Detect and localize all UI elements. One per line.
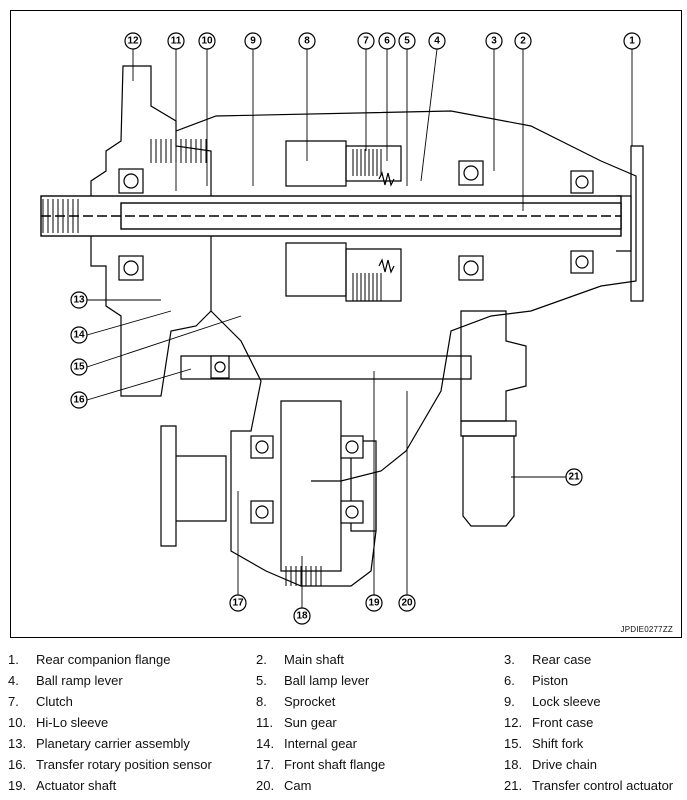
legend-item-15: 15.Shift fork (504, 736, 584, 751)
legend-item-21: 21.Transfer control actuator (504, 778, 674, 793)
svg-text:20: 20 (401, 598, 413, 609)
legend-item-1: 1.Rear companion flange (8, 652, 171, 667)
svg-text:3: 3 (491, 36, 497, 47)
legend-item-10: 10.Hi-Lo sleeve (8, 715, 109, 730)
parts-legend: 1.Rear companion flange 2.Main shaft 3.R… (8, 652, 684, 798)
bearings (118, 160, 594, 524)
callout-12: 12 (124, 32, 142, 50)
svg-text:8: 8 (304, 36, 310, 47)
svg-text:19: 19 (368, 598, 380, 609)
svg-text:13: 13 (73, 295, 85, 306)
cross-section-drawing: 1 2 3 4 5 6 7 8 9 10 11 12 13 14 15 16 1… (40, 32, 644, 625)
callout-4: 4 (428, 32, 446, 50)
callout-2: 2 (514, 32, 532, 50)
svg-text:10: 10 (201, 36, 213, 47)
legend-item-20: 20.Cam (256, 778, 312, 793)
legend-item-5: 5.Ball lamp lever (256, 673, 370, 688)
svg-text:18: 18 (296, 611, 308, 622)
transfer-cross-section-figure: 1 2 3 4 5 6 7 8 9 10 11 12 13 14 15 16 1… (10, 10, 682, 638)
callout-19: 19 (365, 594, 383, 612)
callout-15: 15 (70, 358, 88, 376)
legend-item-12: 12.Front case (504, 715, 594, 730)
svg-text:1: 1 (629, 36, 635, 47)
legend-item-3: 3.Rear case (504, 652, 592, 667)
callout-10: 10 (198, 32, 216, 50)
main-shaft (40, 195, 622, 237)
svg-text:6: 6 (384, 36, 390, 47)
svg-text:15: 15 (73, 362, 85, 373)
svg-text:17: 17 (232, 598, 244, 609)
callout-13: 13 (70, 291, 88, 309)
callout-6: 6 (378, 32, 396, 50)
callout-20: 20 (398, 594, 416, 612)
callout-11: 11 (167, 32, 185, 50)
svg-text:14: 14 (73, 330, 85, 341)
callout-7: 7 (357, 32, 375, 50)
svg-text:5: 5 (404, 36, 410, 47)
housing-outline (90, 65, 644, 587)
svg-text:16: 16 (73, 395, 85, 406)
svg-text:12: 12 (127, 36, 139, 47)
svg-text:9: 9 (250, 36, 256, 47)
callout-9: 9 (244, 32, 262, 50)
legend-item-8: 8.Sprocket (256, 694, 336, 709)
svg-text:11: 11 (171, 36, 182, 47)
legend-item-9: 9.Lock sleeve (504, 694, 601, 709)
legend-item-19: 19.Actuator shaft (8, 778, 117, 793)
legend-item-7: 7.Clutch (8, 694, 73, 709)
callout-3: 3 (485, 32, 503, 50)
input-spline (42, 199, 79, 233)
callout-17: 17 (229, 594, 247, 612)
legend-item-11: 11.Sun gear (256, 715, 337, 730)
figure-code: JPDIE0277ZZ (620, 625, 673, 634)
svg-text:2: 2 (520, 36, 526, 47)
callout-5: 5 (398, 32, 416, 50)
callout-21: 21 (565, 468, 583, 486)
svg-text:7: 7 (363, 36, 369, 47)
leader-lines (86, 48, 633, 616)
svg-text:4: 4 (434, 36, 440, 47)
springs (378, 171, 395, 274)
legend-item-4: 4.Ball ramp lever (8, 673, 123, 688)
callout-14: 14 (70, 326, 88, 344)
clutch-plates (150, 139, 382, 586)
legend-item-18: 18.Drive chain (504, 757, 598, 772)
legend-item-14: 14.Internal gear (256, 736, 357, 751)
callout-1: 1 (623, 32, 641, 50)
callout-markers: 1 2 3 4 5 6 7 8 9 10 11 12 13 14 15 16 1… (70, 32, 641, 625)
legend-item-6: 6.Piston (504, 673, 569, 688)
callout-8: 8 (298, 32, 316, 50)
legend-item-16: 16.Transfer rotary position sensor (8, 757, 212, 772)
legend-item-17: 17.Front shaft flange (256, 757, 386, 772)
callout-18: 18 (293, 607, 311, 625)
legend-item-13: 13.Planetary carrier assembly (8, 736, 190, 751)
legend-item-2: 2.Main shaft (256, 652, 344, 667)
svg-text:21: 21 (568, 472, 580, 483)
callout-16: 16 (70, 391, 88, 409)
